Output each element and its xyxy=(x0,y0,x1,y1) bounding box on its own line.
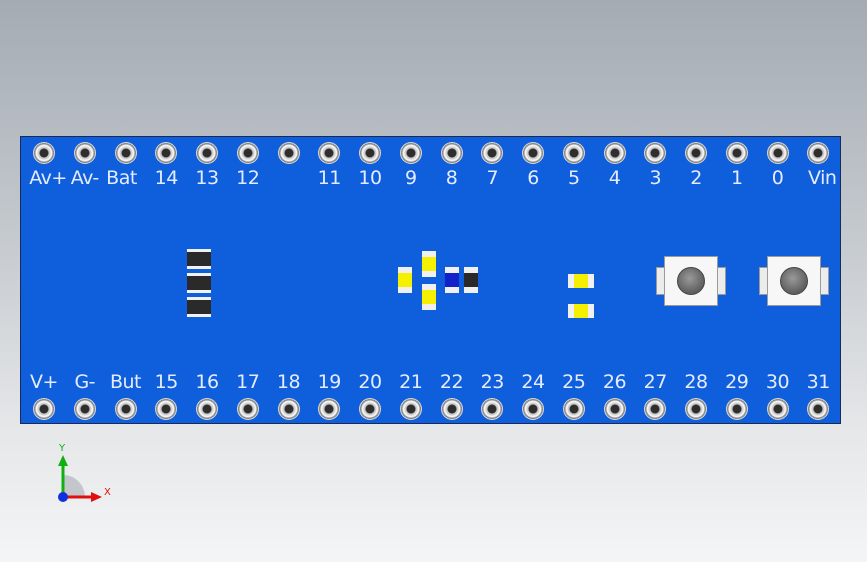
top-pad-3 xyxy=(114,142,137,164)
top-pin-label: 1 xyxy=(730,167,743,189)
bottom-pin-label: 30 xyxy=(765,371,790,393)
top-pin-label: 3 xyxy=(649,167,662,189)
smd-yellow-led-2 xyxy=(568,304,594,318)
bottom-pad-13 xyxy=(522,398,544,420)
top-pin-label: 10 xyxy=(358,167,382,189)
top-pad-20 xyxy=(807,142,830,164)
bottom-pin-label: 28 xyxy=(684,371,708,393)
top-pad-12 xyxy=(481,142,504,164)
top-pad-16 xyxy=(644,142,667,164)
bottom-pin-label: G- xyxy=(74,371,96,393)
top-pin-label: 12 xyxy=(236,167,260,189)
bottom-pin-label: 19 xyxy=(317,371,342,393)
bottom-pin-label: But xyxy=(109,371,142,393)
top-pad-5 xyxy=(196,142,218,164)
top-pad-19 xyxy=(766,142,789,164)
top-pad-7 xyxy=(277,142,300,164)
top-pad-10 xyxy=(399,142,422,164)
bottom-pin-label: 24 xyxy=(521,371,545,393)
smd-black-component-3 xyxy=(187,297,211,317)
top-pad-18 xyxy=(725,142,748,164)
bottom-pin-label: 23 xyxy=(480,371,505,393)
button-knob-icon xyxy=(780,267,808,295)
smd-black-component-1 xyxy=(187,249,211,269)
x-axis-label: X xyxy=(104,487,111,498)
bottom-pin-label: 17 xyxy=(236,371,260,393)
bottom-pin-label: 16 xyxy=(195,371,219,393)
top-pin-label: 2 xyxy=(690,167,702,189)
tactile-button-1[interactable] xyxy=(656,256,726,306)
bottom-pad-20 xyxy=(807,398,830,420)
axis-triad-icon xyxy=(58,455,102,502)
bottom-pad-8 xyxy=(318,398,341,420)
bottom-pin-label: 29 xyxy=(725,371,749,393)
top-pad-8 xyxy=(318,142,341,164)
smd-yellow-led-1 xyxy=(568,274,594,288)
bottom-pin-label: 22 xyxy=(439,371,464,393)
button-knob-icon xyxy=(677,267,705,295)
bottom-pin-label: 26 xyxy=(602,371,627,393)
top-pad-13 xyxy=(522,142,544,164)
axis-triad: Y X xyxy=(45,438,125,518)
bottom-pin-label: 27 xyxy=(643,371,668,393)
top-pin-label: 6 xyxy=(527,167,539,189)
smd-yellow-resistor-3 xyxy=(422,284,436,310)
top-pin-label: 8 xyxy=(445,167,458,189)
bottom-pad-9 xyxy=(359,398,381,420)
bottom-pad-10 xyxy=(399,398,422,420)
bottom-pin-label: 18 xyxy=(276,371,301,393)
top-pad-9 xyxy=(359,142,381,164)
bottom-pad-6 xyxy=(236,398,259,420)
top-pin-label: 5 xyxy=(567,167,580,189)
top-pad-6 xyxy=(236,142,259,164)
top-pin-label: Bat xyxy=(106,167,137,189)
bottom-pin-label: 25 xyxy=(562,371,586,393)
bottom-pad-5 xyxy=(196,398,218,420)
smd-black-component-2 xyxy=(187,273,211,293)
smd-black-component-4 xyxy=(464,267,478,293)
bottom-pad-17 xyxy=(685,398,707,420)
top-pin-label: 11 xyxy=(317,167,342,189)
top-pad-2 xyxy=(73,142,96,164)
top-pin-label: 13 xyxy=(195,167,219,189)
top-pad-14 xyxy=(562,142,585,164)
smd-yellow-resistor-2 xyxy=(422,251,436,277)
bottom-pad-16 xyxy=(644,398,667,420)
top-pin-label: Vin xyxy=(808,167,837,189)
bottom-pad-18 xyxy=(725,398,748,420)
smd-yellow-resistor-1 xyxy=(398,267,412,293)
bottom-pad-11 xyxy=(440,398,463,420)
bottom-pin-label: V+ xyxy=(30,371,58,393)
top-pin-label: 0 xyxy=(771,167,784,189)
bottom-pin-label: 20 xyxy=(358,371,382,393)
bottom-pad-7 xyxy=(277,398,300,420)
top-pin-label: 14 xyxy=(154,167,179,189)
bottom-pad-14 xyxy=(562,398,585,420)
top-pin-label: 9 xyxy=(404,167,417,189)
top-pin-label: Av+ xyxy=(29,167,67,189)
bottom-pad-19 xyxy=(766,398,789,420)
bottom-pin-label: 21 xyxy=(399,371,423,393)
bottom-pad-2 xyxy=(73,398,96,420)
top-pin-label: 4 xyxy=(608,167,621,189)
y-axis-label: Y xyxy=(59,443,66,454)
top-pad-11 xyxy=(440,142,463,164)
top-pin-label: 7 xyxy=(486,167,499,189)
top-pad-15 xyxy=(603,142,626,164)
bottom-pad-15 xyxy=(603,398,626,420)
bottom-pin-label: 15 xyxy=(154,371,179,393)
bottom-pad-4 xyxy=(155,398,178,420)
top-pin-label: Av- xyxy=(70,167,99,189)
top-pad-4 xyxy=(155,142,178,164)
tactile-button-2[interactable] xyxy=(759,256,829,306)
top-pad-1 xyxy=(33,142,55,164)
bottom-pad-12 xyxy=(481,398,504,420)
bottom-pad-1 xyxy=(33,398,55,420)
bottom-pin-label: 31 xyxy=(806,371,831,393)
smd-blue-component xyxy=(445,267,459,293)
bottom-pad-3 xyxy=(114,398,137,420)
top-pad-17 xyxy=(685,142,707,164)
